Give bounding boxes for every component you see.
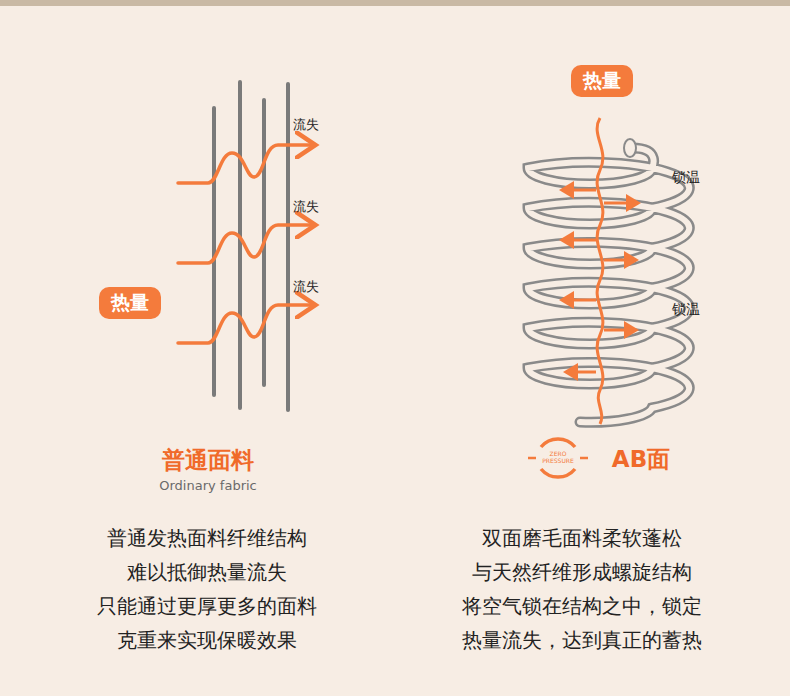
- node-text: ZERO PRESSURE: [539, 451, 577, 464]
- node-text: 热量: [583, 68, 621, 94]
- lock-label: 锁温: [672, 169, 700, 187]
- heat-pill: 热量: [571, 65, 633, 97]
- body-line: 只能通过更厚更多的面料: [97, 593, 317, 620]
- body-line: 将空气锁在结构之中，锁定: [462, 593, 702, 620]
- heat-path: [597, 118, 603, 424]
- body-line: 热量流失，达到真正的蓄热: [462, 627, 702, 654]
- zero-pressure-badge: ZERO PRESSURE: [535, 435, 581, 481]
- fabric-title: AB面: [612, 444, 670, 475]
- body-line: 双面磨毛面料柔软蓬松: [482, 525, 682, 552]
- heat-loss-arrows: [178, 145, 312, 343]
- ring-tick: [580, 457, 588, 460]
- fibre-bars: [214, 82, 288, 410]
- loss-label: 流失: [293, 198, 319, 216]
- lock-label: 锁温: [672, 301, 700, 319]
- ring-tick: [528, 457, 536, 460]
- body-line: 难以抵御热量流失: [127, 559, 287, 586]
- body-line: 克重来实现保暖效果: [117, 627, 297, 654]
- body-line: 普通发热面料纤维结构: [107, 525, 307, 552]
- heat-pill: 热量: [99, 287, 161, 319]
- lock-arrows: [562, 190, 638, 372]
- node-text: 热量: [111, 290, 149, 316]
- loss-label: 流失: [293, 116, 319, 134]
- top-strip: [0, 0, 790, 6]
- loss-label: 流失: [293, 278, 319, 296]
- spiral-coil: [528, 139, 689, 422]
- fabric-title: 普通面料: [162, 445, 254, 476]
- fabric-subtitle: Ordinary fabric: [159, 478, 257, 493]
- body-line: 与天然纤维形成螺旋结构: [472, 559, 692, 586]
